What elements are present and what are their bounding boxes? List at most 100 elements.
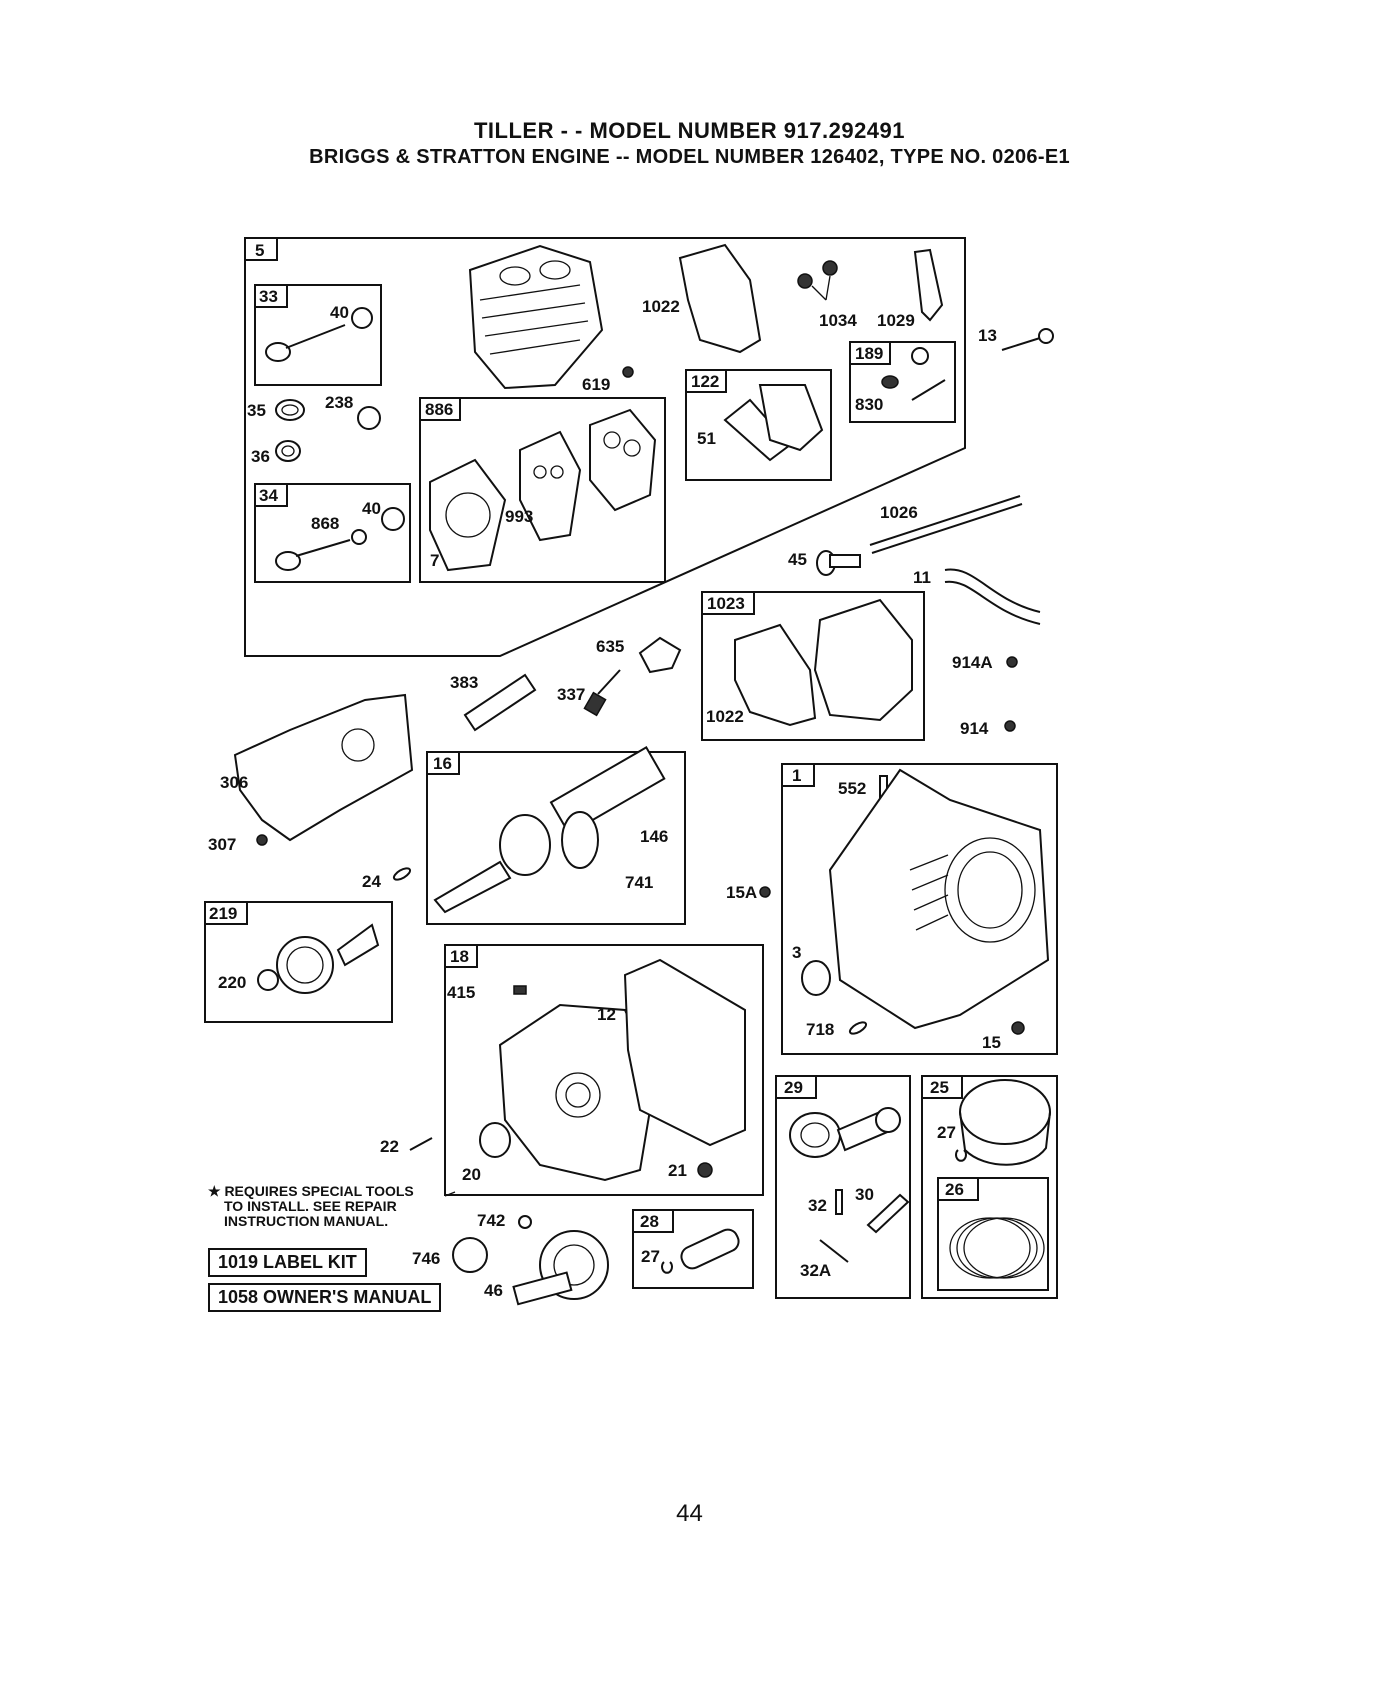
label-15: 15 [982,1033,1001,1052]
piston [959,1079,1051,1166]
box-25-tag [921,1075,963,1099]
sump-cover [498,1003,657,1182]
label-24: 24 [362,872,381,891]
rocker-cover [813,598,913,722]
bolt-32 [835,1189,843,1215]
gear-746 [452,1237,488,1273]
box-189-tag [849,341,891,365]
box-1023-tag [701,591,755,615]
label-51: 51 [697,429,716,448]
cylinder-head [468,244,604,390]
box-122 [685,369,832,481]
bolt-13-shank [1001,337,1041,351]
box-16 [426,751,686,925]
label-1022-a: 1022 [642,297,680,316]
box-886-tag [419,397,461,421]
box-33-tag [254,284,288,308]
valve-spring-35 [275,399,305,421]
pin-718 [848,1021,868,1035]
label-238: 238 [325,393,353,412]
breather-assembly [758,384,824,452]
label-32: 32 [808,1196,827,1215]
label-718: 718 [806,1020,834,1039]
box-28-label: 28 [640,1212,659,1231]
box-29-tag [775,1075,817,1099]
box-28-tag [632,1209,674,1233]
label-914: 914 [960,719,989,738]
exhaust-valve-stem [295,539,351,557]
label-kit-box: 1019 LABEL KIT [208,1248,367,1277]
screw-307 [256,834,268,846]
label-3: 3 [792,943,801,962]
box-34-label: 34 [259,486,278,505]
box-26-tag [937,1177,979,1201]
box-33 [254,284,382,386]
box-219 [204,901,393,1023]
page-title: TILLER - - MODEL NUMBER 917.292491 [473,118,906,143]
rotator-868 [351,529,367,545]
screw-914A [1006,656,1018,668]
bolt-13-head [1038,328,1054,344]
box-18-label: 18 [450,947,469,966]
tappet-45-stem [829,554,861,568]
piston-ring-2 [956,1217,1038,1279]
label-12: 12 [597,1005,616,1024]
valve-spring-36 [275,440,301,462]
exhaust-valve-head [275,551,301,571]
label-220: 220 [218,973,246,992]
box-16-label: 16 [433,754,452,773]
camshaft [512,1230,609,1306]
connecting-rod [789,1107,901,1158]
box-189 [849,341,956,423]
nut-1034-b [822,260,838,276]
label-830: 830 [855,395,883,414]
box-34-tag [254,483,288,507]
box-18 [444,944,764,1196]
plug-15A [759,886,771,898]
blower-housing-306 [233,693,414,842]
piston-ring-1 [949,1217,1031,1279]
box-219-label: 219 [209,904,237,923]
washer-220 [257,969,279,991]
label-13: 13 [978,326,997,345]
piston-ring-3 [963,1217,1045,1279]
key-24 [392,867,412,881]
label-45: 45 [788,550,807,569]
oil-seal-3 [801,960,831,996]
valve-seal-b [381,507,405,531]
retainer-27-b [661,1261,673,1274]
rocker-arm-1029 [913,248,944,322]
page-subtitle: BRIGGS & STRATTON ENGINE -- MODEL NUMBER… [309,146,1070,168]
part-742 [518,1215,532,1229]
label-1034: 1034 [819,311,857,330]
box-1-tag [781,763,815,787]
box-1-label: 1 [792,766,801,785]
rocker-cover-gasket-a [678,243,762,354]
nut-1034-a [797,273,813,289]
label-40-a: 40 [330,303,349,322]
note-line-3: INSTRUCTION MANUAL. [224,1213,389,1229]
sump-gasket-12 [623,958,746,1147]
valve-seal [351,307,373,329]
governor-cup [336,923,380,967]
leader-note [444,1191,456,1197]
box-122-label: 122 [691,372,719,391]
label-742: 742 [477,1211,505,1230]
label-993: 993 [505,507,533,526]
label-1022-b: 1022 [706,707,744,726]
valve-stem [285,324,346,349]
retainer-238 [357,406,381,430]
box-29 [775,1075,911,1299]
label-1029: 1029 [877,311,915,330]
crankshaft [433,746,666,914]
box-16-tag [426,751,460,775]
retainer-27-a [955,1149,967,1162]
label-868: 868 [311,514,339,533]
rocker-nut [881,375,899,389]
shroud-opening [341,728,375,762]
box-26-label: 26 [945,1180,964,1199]
label-27-b: 27 [641,1247,660,1266]
label-22: 22 [380,1137,399,1156]
wrist-pin [680,1228,740,1270]
